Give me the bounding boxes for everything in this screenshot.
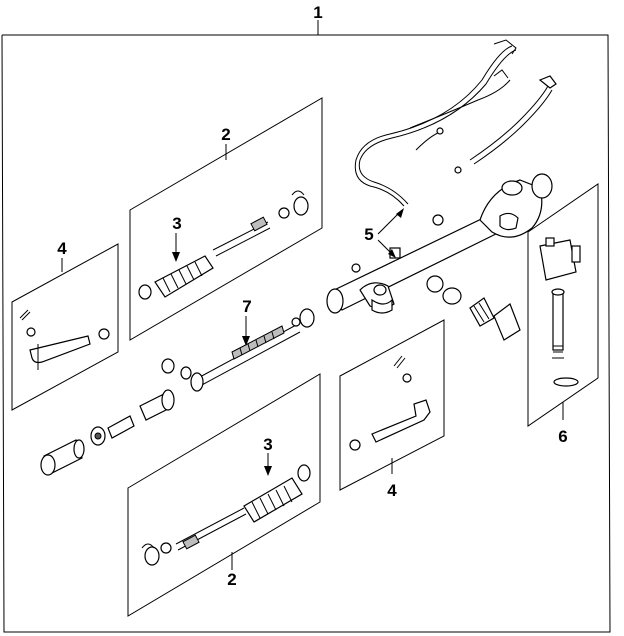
panel-tie-rod-end-left [11, 243, 119, 411]
callout-7-arrowhead [242, 336, 250, 346]
right-bushings [426, 275, 521, 341]
pressure-lines [354, 39, 557, 207]
tie-rod-end-right [349, 355, 431, 451]
callout-3-top-arrowhead [172, 252, 180, 262]
callout-3-bottom-arrowhead [264, 466, 272, 476]
callout-1: 1 [313, 3, 322, 22]
boot-bottom [141, 464, 311, 566]
assembly-frame [1, 20, 611, 633]
panel-boot-kit-bottom [127, 373, 321, 617]
callout-3-top: 3 [172, 214, 181, 233]
callout-2-top: 2 [221, 125, 230, 144]
tie-rod-end-left [19, 309, 110, 370]
panel-valve [527, 183, 599, 427]
rack-housing [326, 173, 553, 314]
callout-2-bottom: 2 [227, 570, 236, 589]
callout-6: 6 [558, 427, 567, 446]
panel-boot-kit-top [129, 97, 323, 341]
callout-5: 5 [364, 225, 373, 244]
boot-top [138, 190, 309, 300]
callout-4-right: 4 [387, 481, 397, 500]
callout-3-bottom: 3 [263, 435, 272, 454]
panel-tie-rod-end-right [339, 319, 445, 491]
valve-assembly [539, 237, 581, 387]
rack-small-parts [40, 389, 175, 476]
callout-4-left: 4 [57, 239, 67, 258]
inner-tie-rod [161, 308, 315, 392]
callout-5-arrow-down [388, 249, 396, 258]
callout-7: 7 [242, 297, 251, 316]
callout-5-arrow-up [396, 208, 404, 218]
